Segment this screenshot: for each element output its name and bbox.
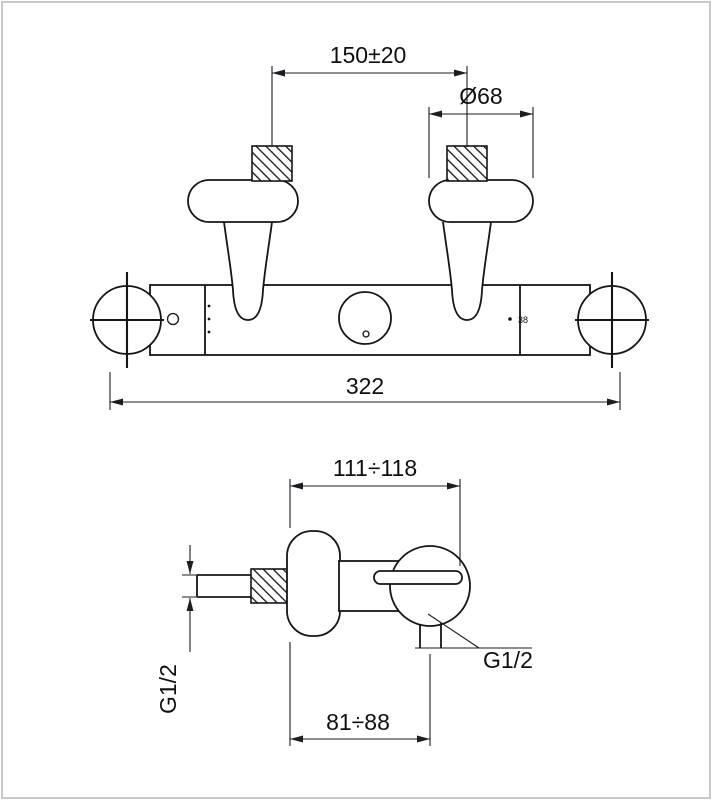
dim-inlet-thread-label: G1/2 [155,664,181,714]
dim-escutcheon-diameter: Ø68 [428,83,534,178]
dim-outlet-depth-label: 81÷88 [326,709,390,735]
dim-depth-range-label: 111÷118 [333,455,417,481]
dim-depth-range: 111÷118 [289,455,461,566]
left-cap-detail [166,312,180,326]
handle-crossbar-side [373,570,463,585]
dim-outlet-depth: 81÷88 [289,642,431,746]
left-escutcheon [187,179,299,223]
dim-pipe-spacing-label: 150±20 [330,42,407,68]
left-supply-pipe [251,145,293,182]
diverter-mark [362,330,370,338]
handle-hub-side [389,545,471,627]
outlet-leader-diagonal [427,613,480,649]
dim-inlet-thread: G1/2 [155,545,203,714]
temp-stop-label: 38 [518,315,528,325]
right-escutcheon [428,179,534,223]
temp-stop-dot [508,317,512,321]
dim-overall-width-label: 322 [346,373,384,399]
escutcheon-side [286,530,341,637]
left-handle [90,272,164,368]
scale-dot [207,304,211,308]
dim-outlet-thread-label: G1/2 [483,647,533,673]
right-inlet-connector [442,221,492,321]
inlet-pipe-wall-section [250,568,290,604]
side-view: G1/2 G1/2 111÷118 81÷88 [155,455,533,746]
right-supply-pipe [446,145,488,182]
dim-pipe-spacing: 150±20 [271,42,468,147]
scale-dot [207,317,211,321]
scale-dot [207,330,211,334]
left-inlet-connector [223,221,273,321]
dim-overall-width: 322 [109,372,621,410]
front-view: 38 150±20 Ø68 322 [90,42,649,410]
diverter-button [338,291,392,345]
dim-escutcheon-diameter-label: Ø68 [459,83,502,109]
right-handle [575,272,649,368]
